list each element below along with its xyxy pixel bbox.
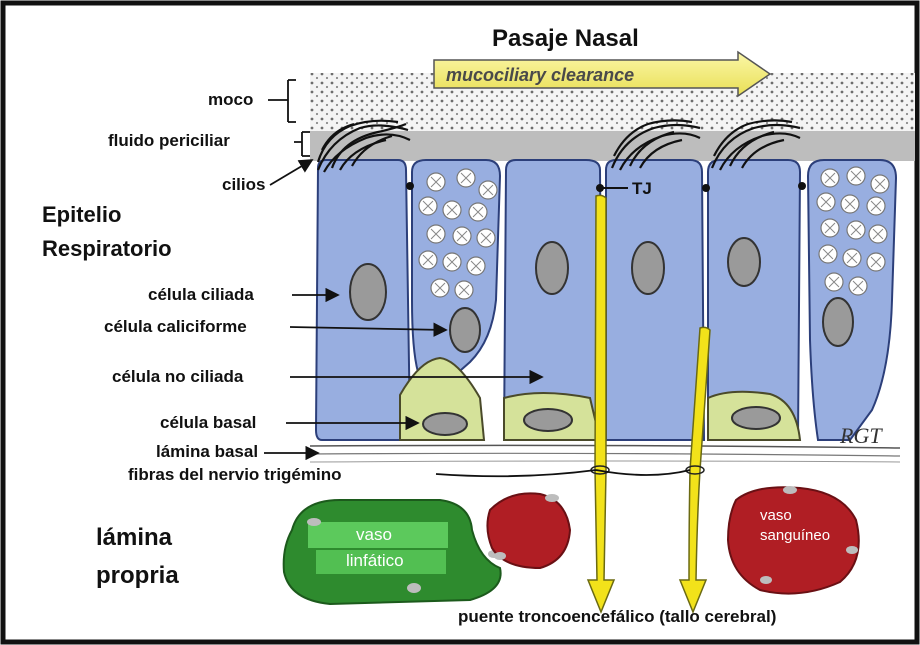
tight-junction [406,182,414,190]
lymph-label-2: linfático [346,551,404,570]
nucleus [450,308,480,352]
label-celula-ciliada: célula ciliada [148,285,254,304]
nucleus [524,409,572,431]
label-epitelio-1: Epitelio [42,202,121,227]
label-fluido: fluido periciliar [108,131,230,150]
label-celula-basal: célula basal [160,413,256,432]
label-lamina-1: lámina [96,524,173,551]
nucleus [350,264,386,320]
lymphatic-vessel: vaso linfático [284,500,501,604]
nucleus [423,413,467,435]
label-celula-caliciforme: célula caliciforme [104,317,247,336]
label-lamina-basal: lámina basal [156,442,258,461]
label-lamina-2: propria [96,562,179,589]
label-cilios: cilios [222,175,265,194]
blood-label-2: sanguíneo [760,527,830,544]
blood-vessel-large: vaso sanguíneo [728,486,859,594]
label-epitelio-2: Respiratorio [42,236,172,261]
title-pasaje-nasal: Pasaje Nasal [492,25,639,52]
blood-label-1: vaso [760,507,792,524]
blood-vessel-small [487,493,570,568]
tj-label: TJ [632,179,652,198]
nucleus [536,242,568,294]
tight-junction [702,184,710,192]
rgt-label: RGT [839,423,883,448]
nucleus [728,238,760,286]
label-puente: puente troncoencefálico (tallo cerebral) [458,607,776,626]
tight-junction [798,182,806,190]
ciliated-cell-2 [606,160,704,440]
label-celula-no-ciliada: célula no ciliada [112,367,244,386]
nucleus [823,298,853,346]
label-moco: moco [208,90,253,109]
nucleus [732,407,780,429]
mucociliary-label: mucociliary clearance [446,65,634,85]
label-fibras-trigemino: fibras del nervio trigémino [128,465,342,484]
nucleus [632,242,664,294]
lymph-label-1: vaso [356,525,392,544]
